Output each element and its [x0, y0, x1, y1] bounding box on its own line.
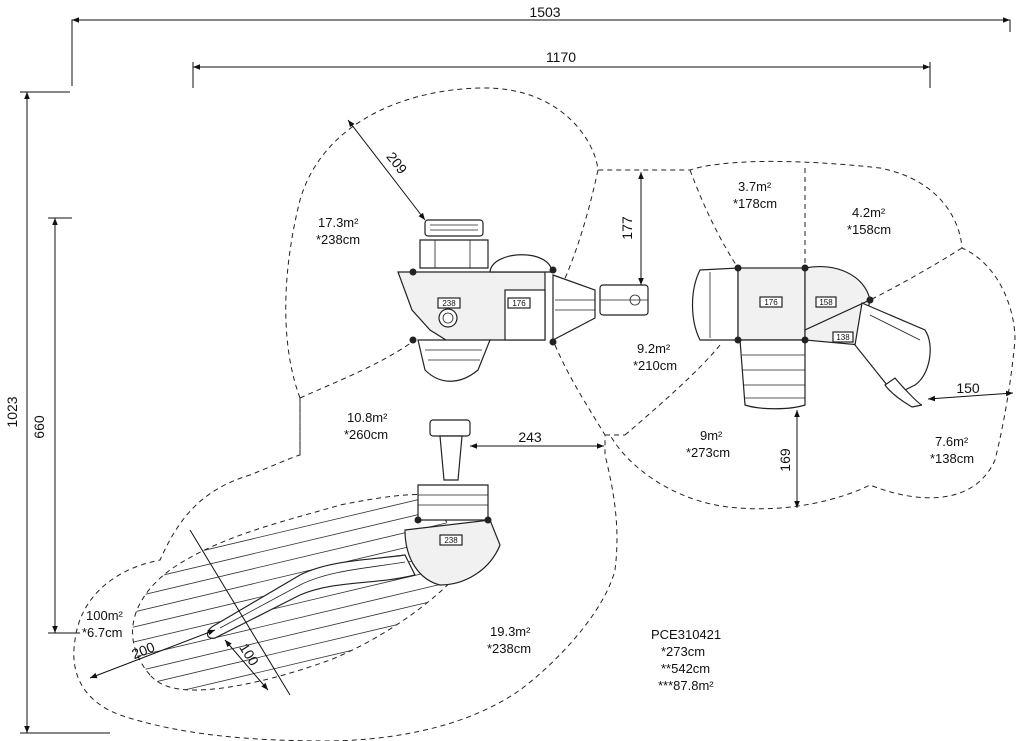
- zone-label-9: 19.3m² *238cm: [487, 624, 531, 656]
- dimension-inner-height-label: 660: [31, 415, 47, 439]
- dimension-177-label: 177: [619, 216, 635, 240]
- zone-label-2: 3.7m² *178cm: [733, 179, 777, 211]
- zone-2-height: *178cm: [733, 196, 777, 211]
- tower-right: 176 158 138: [691, 264, 931, 410]
- zone-7-area: 7.6m²: [935, 434, 969, 449]
- safety-zone-upper-left: [73, 87, 1016, 741]
- zone-6-height: *273cm: [686, 445, 730, 460]
- zone-4-height: *210cm: [633, 358, 677, 373]
- zone-3-height: *158cm: [847, 222, 891, 237]
- zone-label-5: 10.8m² *260cm: [344, 410, 388, 442]
- dimension-150: 150: [927, 380, 1014, 402]
- dimension-177: 177: [619, 172, 644, 285]
- platform-tag-176-right: 176: [764, 298, 778, 307]
- zone-label-7: 7.6m² *138cm: [930, 434, 974, 466]
- zone-label-4: 9.2m² *210cm: [633, 341, 677, 373]
- zone-1-height: *238cm: [316, 232, 360, 247]
- dimension-243: 243: [470, 429, 604, 449]
- zone-2-area: 3.7m²: [738, 179, 772, 194]
- tower-lower: 238: [206, 419, 501, 639]
- zone-9-area: 19.3m²: [490, 624, 531, 639]
- zone-9-height: *238cm: [487, 641, 531, 656]
- tower-upper-left: 238 176: [397, 219, 649, 382]
- zone-8-area: 100m²: [86, 608, 124, 623]
- product-info: PCE310421 *273cm **542cm ***87.8m²: [651, 627, 721, 693]
- platform-tag-238-upper: 238: [442, 299, 456, 308]
- zone-5-area: 10.8m²: [347, 410, 388, 425]
- dimension-total-width: 1503: [71, 4, 1011, 86]
- zone-4-area: 9.2m²: [637, 341, 671, 356]
- dimension-209-label: 209: [383, 149, 410, 177]
- zone-7-height: *138cm: [930, 451, 974, 466]
- zone-1-area: 17.3m²: [318, 215, 359, 230]
- platform-tag-238-lower: 238: [444, 536, 458, 545]
- dimension-inner-width: 1170: [192, 49, 931, 88]
- zone-8-height: *6.7cm: [82, 625, 122, 640]
- platform-tag-138: 138: [836, 333, 850, 342]
- dimension-total-height-label: 1023: [4, 396, 20, 427]
- zone-label-1: 17.3m² *238cm: [316, 215, 360, 247]
- zone-label-3: 4.2m² *158cm: [847, 205, 891, 237]
- dimension-inner-width-label: 1170: [546, 49, 576, 65]
- zone-3-area: 4.2m²: [852, 205, 886, 220]
- zone-label-8: 100m² *6.7cm: [82, 608, 124, 640]
- product-line-2: **542cm: [661, 661, 710, 676]
- zone-partitions: [299, 168, 963, 455]
- dimension-209: 209: [347, 119, 426, 221]
- dimension-169-label: 169: [777, 448, 793, 472]
- dimension-169: 169: [777, 410, 800, 508]
- zone-label-6: 9m² *273cm: [686, 428, 730, 460]
- product-line-3: ***87.8m²: [658, 678, 714, 693]
- dimension-150-label: 150: [956, 380, 980, 396]
- zone-5-height: *260cm: [344, 427, 388, 442]
- dimension-inner-height: 660: [31, 217, 80, 634]
- zone-6-area: 9m²: [700, 428, 723, 443]
- dimension-243-label: 243: [518, 429, 542, 445]
- platform-tag-158: 158: [819, 298, 833, 307]
- product-code: PCE310421: [651, 627, 721, 642]
- platform-tag-176-left: 176: [512, 299, 526, 308]
- dimension-100-label: 100: [236, 640, 262, 668]
- dimension-total-height: 1023: [4, 91, 110, 734]
- product-line-1: *273cm: [661, 644, 705, 659]
- dimension-total-width-label: 1503: [529, 4, 560, 20]
